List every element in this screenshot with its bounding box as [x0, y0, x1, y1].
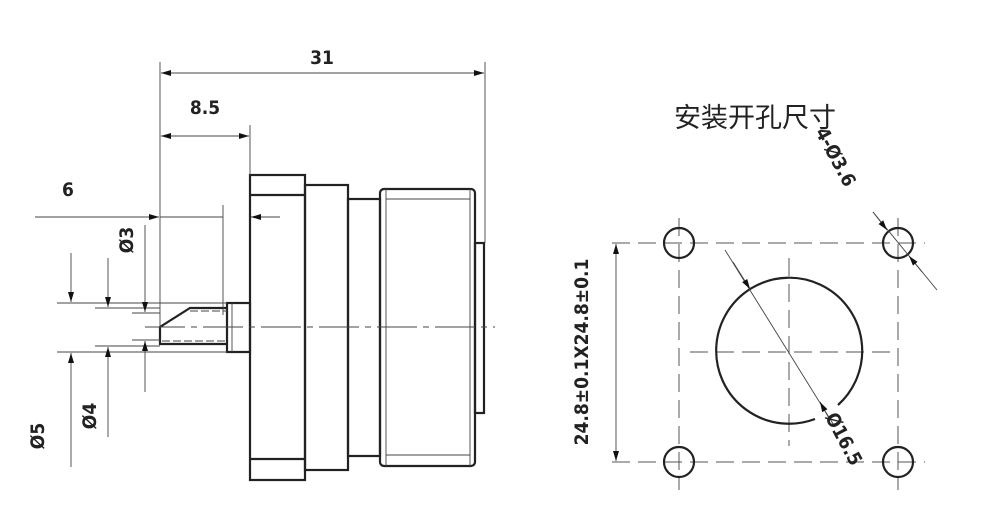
gearbox-ring — [303, 183, 350, 472]
dim-shaft-length: 6 — [62, 179, 74, 201]
mount-hole — [662, 445, 696, 479]
mount-hole — [881, 445, 915, 479]
side-dimensions: 31 8.5 6 Ø3 Ø4 Ø5 — [27, 47, 486, 467]
dim-hole-spacing: 24.8±0.1X24.8±0.1 — [571, 259, 593, 446]
flange — [248, 173, 307, 482]
output-shaft — [158, 306, 227, 346]
dim-overall-length: 31 — [310, 47, 334, 69]
mount-hole — [662, 226, 696, 260]
dim-boss-diameter: Ø5 — [27, 423, 49, 449]
dim-center-hole: Ø16.5 — [820, 409, 866, 469]
neck — [346, 197, 382, 458]
dim-shaft-diameter: Ø4 — [79, 403, 101, 430]
dim-flat-diameter: Ø3 — [116, 227, 138, 253]
mounting-title: 安装开孔尺寸 — [674, 103, 836, 134]
end-cap — [473, 241, 486, 415]
dim-flange-offset: 8.5 — [190, 97, 220, 119]
mount-hole — [881, 226, 915, 260]
mounting-view: 安装开孔尺寸 24.8±0.1X24.8±0.1 4-Ø3.6 Ø16.5 — [571, 103, 938, 490]
dim-holes: 4-Ø3.6 — [811, 124, 860, 191]
motor-can — [378, 187, 477, 468]
motor-side-view — [145, 173, 495, 482]
center-hole — [715, 276, 864, 425]
shaft-boss — [225, 301, 252, 354]
